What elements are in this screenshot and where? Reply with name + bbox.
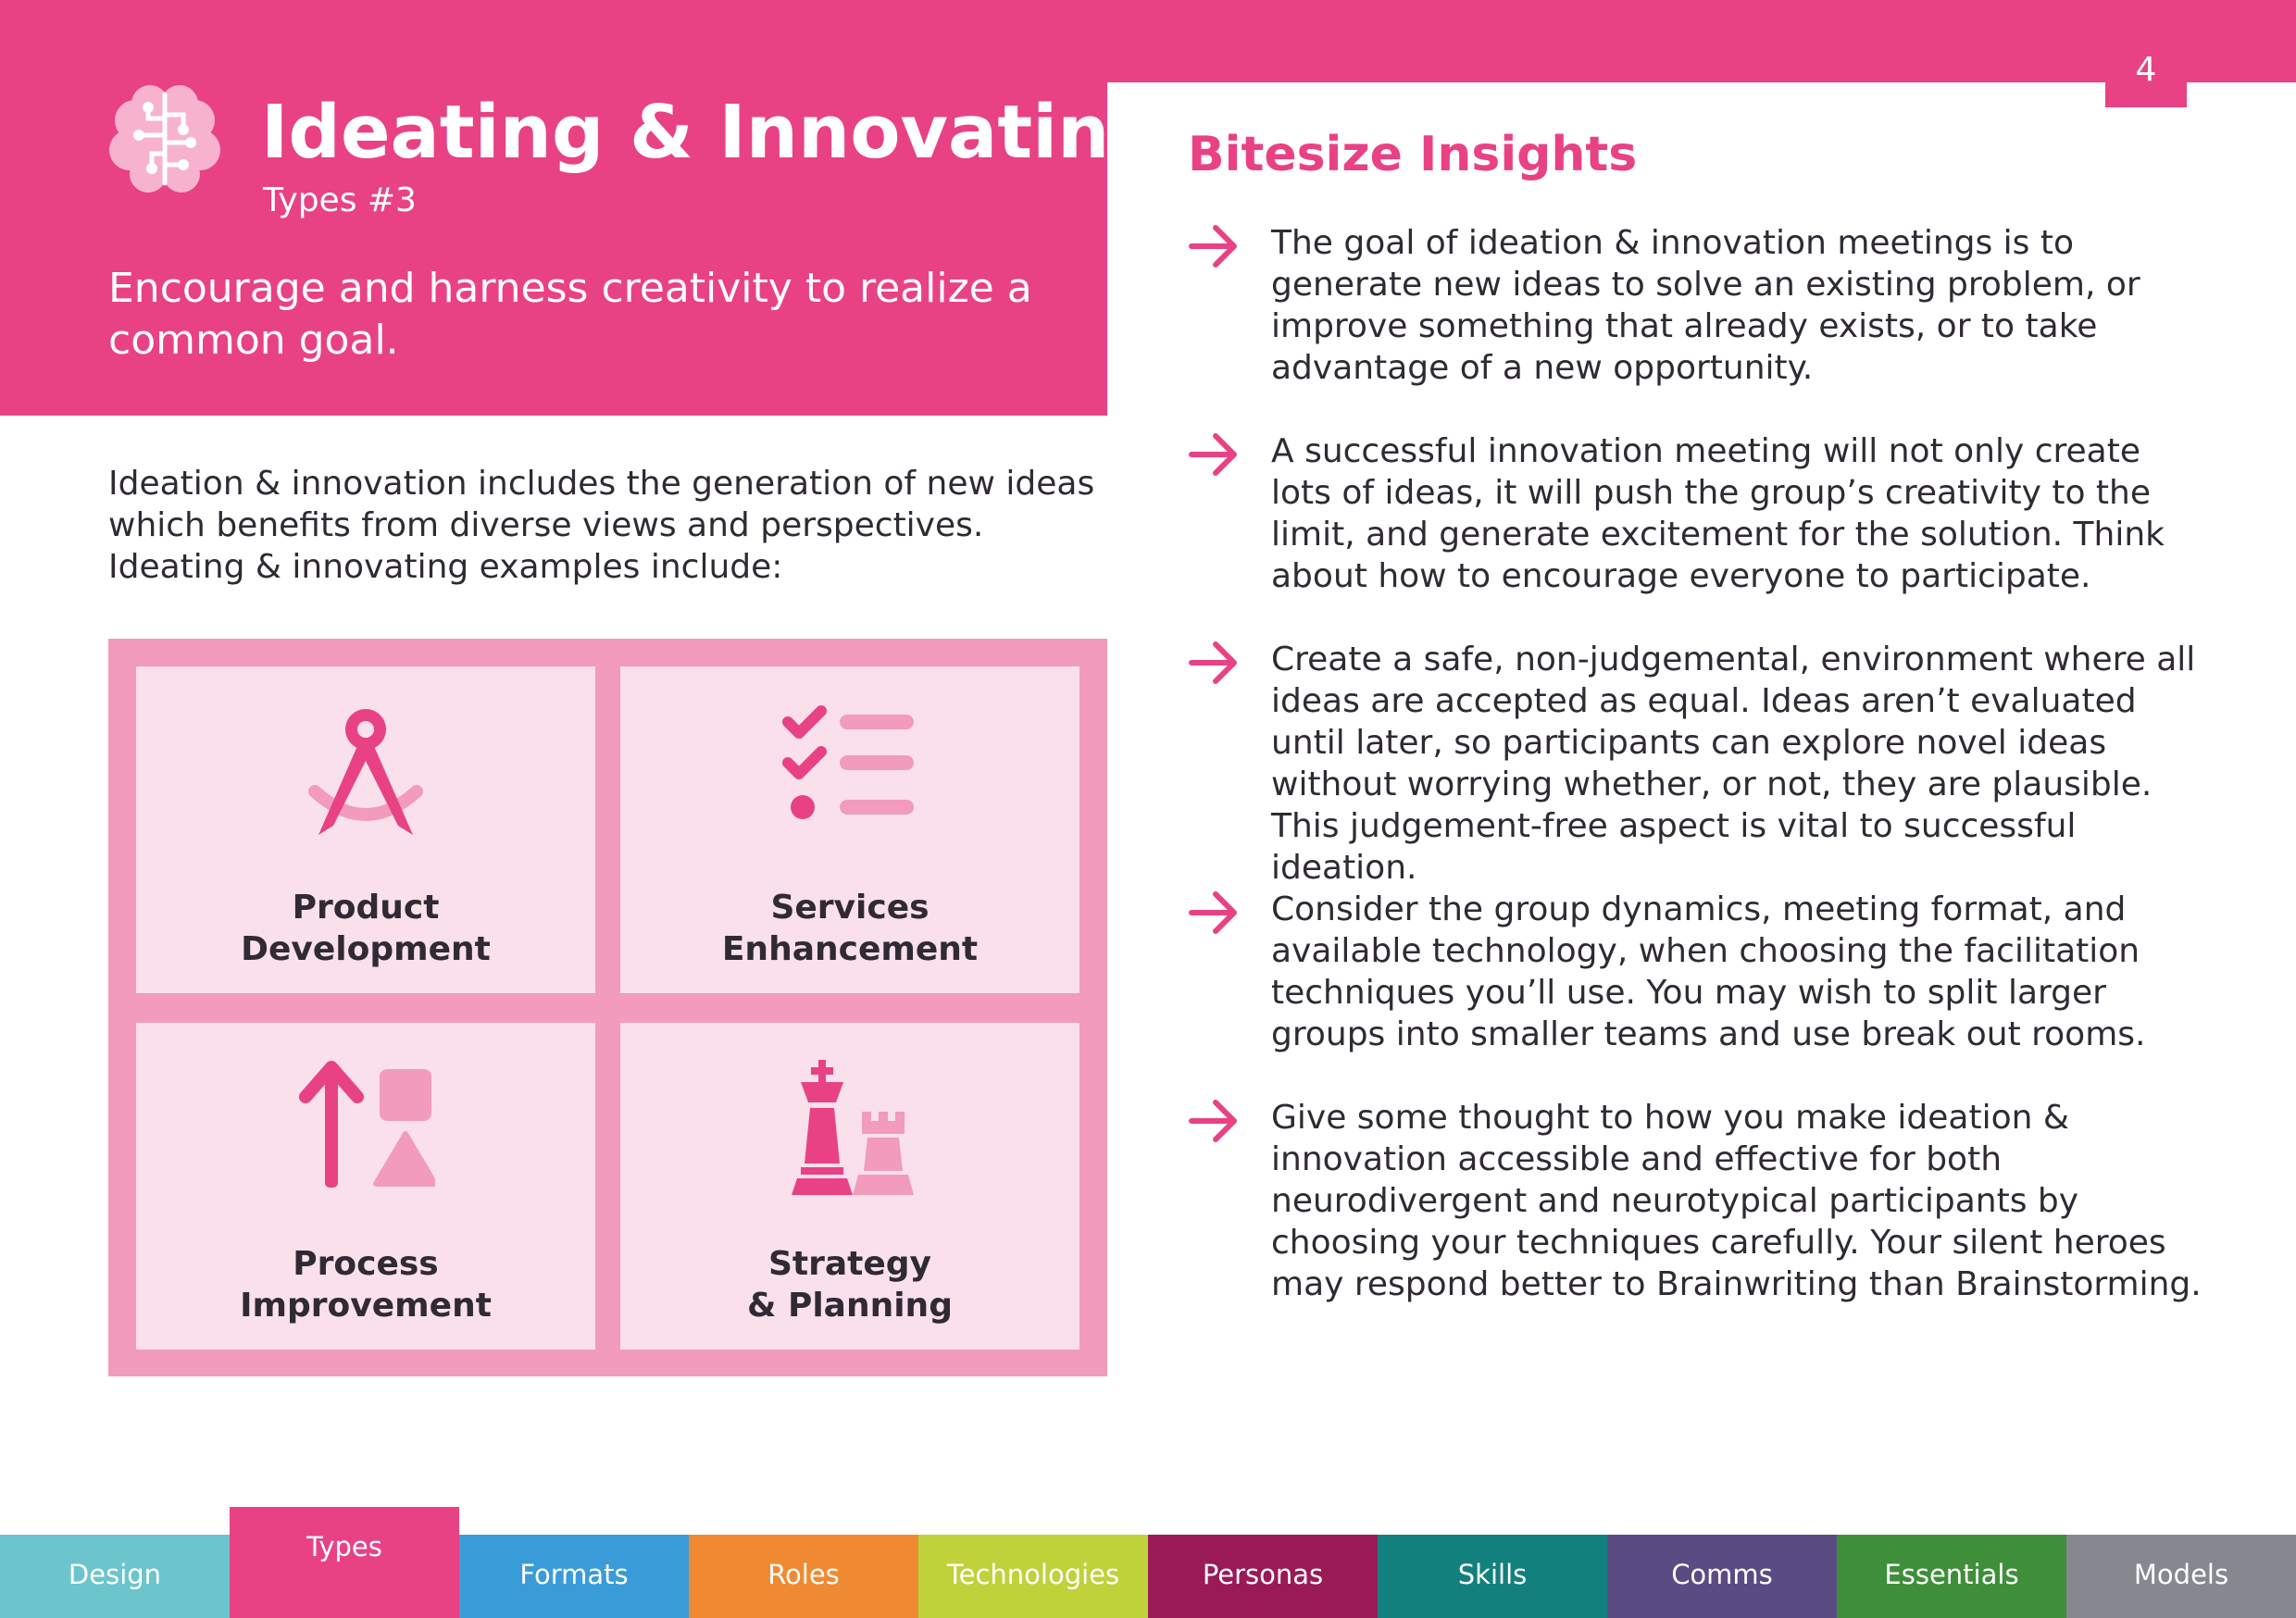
section-tabs: Design Types Formats Roles Technologies … <box>0 1507 2296 1618</box>
tab-technologies[interactable]: Technologies <box>918 1535 1148 1618</box>
intro-paragraph: Ideation & innovation includes the gener… <box>108 465 1095 586</box>
example-label-line2: & Planning <box>747 1287 953 1325</box>
page-title: Ideating & Innovating <box>261 90 1162 175</box>
header-block <box>0 0 1107 416</box>
tab-design[interactable]: Design <box>0 1535 230 1618</box>
example-label-line1: Process <box>293 1245 439 1283</box>
insight-text: Consider the group dynamics, meeting for… <box>1271 890 2146 1053</box>
example-label-line2: Enhancement <box>721 930 979 968</box>
page-number: 4 <box>2105 37 2187 107</box>
page-subtitle: Types #3 <box>263 181 417 219</box>
insight-text: Create a safe, non-judgemental, environm… <box>1271 641 2196 887</box>
example-label-line1: Product <box>292 889 440 927</box>
arrow-up-shapes-icon <box>299 1061 435 1188</box>
tab-comms[interactable]: Comms <box>1607 1535 1837 1618</box>
example-label-line2: Improvement <box>240 1287 492 1325</box>
arrow-right-icon <box>1189 891 1237 934</box>
example-label-line1: Services <box>770 889 930 927</box>
insight-text: Give some thought to how you make ideati… <box>1271 1099 2202 1303</box>
arrow-right-icon <box>1189 641 1237 684</box>
insight-text: The goal of ideation & innovation meetin… <box>1271 224 2140 387</box>
tagline: Encourage and harness creativity to real… <box>108 265 1032 364</box>
tab-skills[interactable]: Skills <box>1378 1535 1607 1618</box>
tab-formats[interactable]: Formats <box>459 1535 689 1618</box>
checklist-icon <box>782 705 914 819</box>
example-card-strategy-planning: Strategy & Planning <box>620 1023 1079 1350</box>
insight-text: A successful innovation meeting will not… <box>1271 432 2165 595</box>
example-label-line2: Development <box>241 930 491 968</box>
example-label-line1: Strategy <box>767 1245 932 1283</box>
tab-models[interactable]: Models <box>2066 1535 2296 1618</box>
tab-essentials[interactable]: Essentials <box>1837 1535 2066 1618</box>
tab-roles[interactable]: Roles <box>689 1535 918 1618</box>
tab-personas[interactable]: Personas <box>1148 1535 1378 1618</box>
chess-pieces-icon <box>792 1060 914 1195</box>
arrow-right-icon <box>1189 1100 1237 1142</box>
brain-circuit-icon <box>109 85 220 193</box>
arrow-right-icon <box>1189 433 1237 476</box>
drafting-compass-icon <box>308 709 423 835</box>
arrow-right-icon <box>1189 225 1237 268</box>
tab-types[interactable]: Types <box>230 1507 459 1618</box>
insights-title: Bitesize Insights <box>1188 127 1638 182</box>
